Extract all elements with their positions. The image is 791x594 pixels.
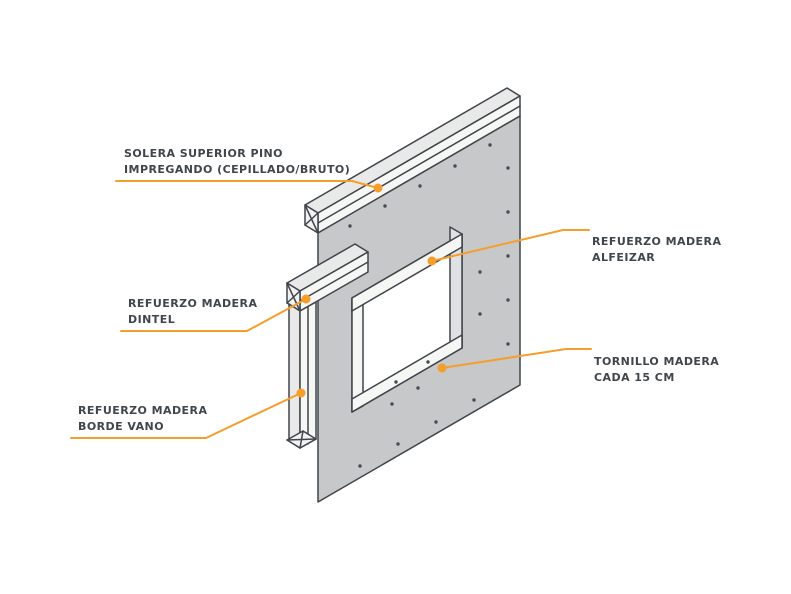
- label-alfeizar-line1: REFUERZO MADERA: [592, 235, 722, 248]
- leader-line-borde-vano: [70, 392, 302, 439]
- screws: [348, 143, 510, 468]
- edge-stud: [286, 301, 317, 449]
- screw-dot: [478, 270, 482, 274]
- leader-line-tornillo: [441, 348, 592, 369]
- top-plate-groove-line: [317, 105, 521, 224]
- screw-dot: [390, 402, 394, 406]
- screw-dot: [506, 210, 510, 214]
- screw-dot: [488, 143, 492, 147]
- annotation-dots: [296, 183, 447, 398]
- timber-end-x-mark: [286, 438, 317, 441]
- screw-dot: [348, 224, 352, 228]
- screw-dot: [358, 464, 362, 468]
- label-solera: SOLERA SUPERIOR PINO IMPREGANDO (CEPILLA…: [124, 146, 350, 178]
- screw-dot: [416, 386, 420, 390]
- label-alfeizar: REFUERZO MADERA ALFEIZAR: [592, 234, 721, 266]
- leader-dot-alfeizar: [427, 256, 437, 266]
- label-alfeizar-line2: ALFEIZAR: [592, 251, 656, 264]
- label-tornillo-line2: CADA 15 CM: [594, 371, 675, 384]
- leader-line-dintel: [120, 298, 307, 332]
- timber-end-x-mark: [304, 204, 319, 234]
- label-dintel-line1: REFUERZO MADERA: [128, 297, 258, 310]
- screw-dot: [426, 360, 430, 364]
- leader-line-alfeizar: [431, 229, 590, 262]
- screw-dot: [506, 342, 510, 346]
- label-borde-vano-line2: BORDE VANO: [78, 420, 165, 433]
- leader-dot-tornillo: [437, 363, 447, 373]
- leader-dot-solera: [373, 183, 383, 193]
- label-borde-vano: REFUERZO MADERA BORDE VANO: [78, 403, 207, 435]
- screw-dot: [506, 166, 510, 170]
- window-frame-sill-band: [351, 334, 463, 413]
- screw-dot: [506, 298, 510, 302]
- screw-dot: [434, 420, 438, 424]
- stud-side-face: [288, 303, 301, 449]
- window-frame: [351, 226, 463, 413]
- screw-dot: [506, 254, 510, 258]
- label-tornillo-line1: TORNILLO MADERA: [594, 355, 720, 368]
- window-frame-top-band: [351, 233, 463, 312]
- screw-dot: [383, 204, 387, 208]
- leader-dot-dintel: [301, 294, 311, 304]
- label-solera-line1: SOLERA SUPERIOR PINO: [124, 147, 283, 160]
- screw-dot: [394, 380, 398, 384]
- leader-line-solera: [115, 180, 379, 189]
- top-plate-beam: [304, 87, 521, 234]
- label-dintel: REFUERZO MADERA DINTEL: [128, 296, 257, 328]
- screw-dot: [472, 398, 476, 402]
- screw-dot: [478, 312, 482, 316]
- lintel-groove-line: [299, 261, 369, 302]
- timber-end-x-mark: [286, 282, 301, 312]
- leader-dot-borde-vano: [296, 388, 306, 398]
- screw-dot: [453, 164, 457, 168]
- screw-dot: [396, 442, 400, 446]
- label-solera-line2: IMPREGANDO (CEPILLADO/BRUTO): [124, 163, 351, 176]
- label-dintel-line2: DINTEL: [128, 313, 176, 326]
- label-borde-vano-line1: REFUERZO MADERA: [78, 404, 208, 417]
- annotation-leaders: [70, 180, 592, 439]
- screw-dot: [418, 184, 422, 188]
- label-tornillo: TORNILLO MADERA CADA 15 CM: [594, 354, 719, 386]
